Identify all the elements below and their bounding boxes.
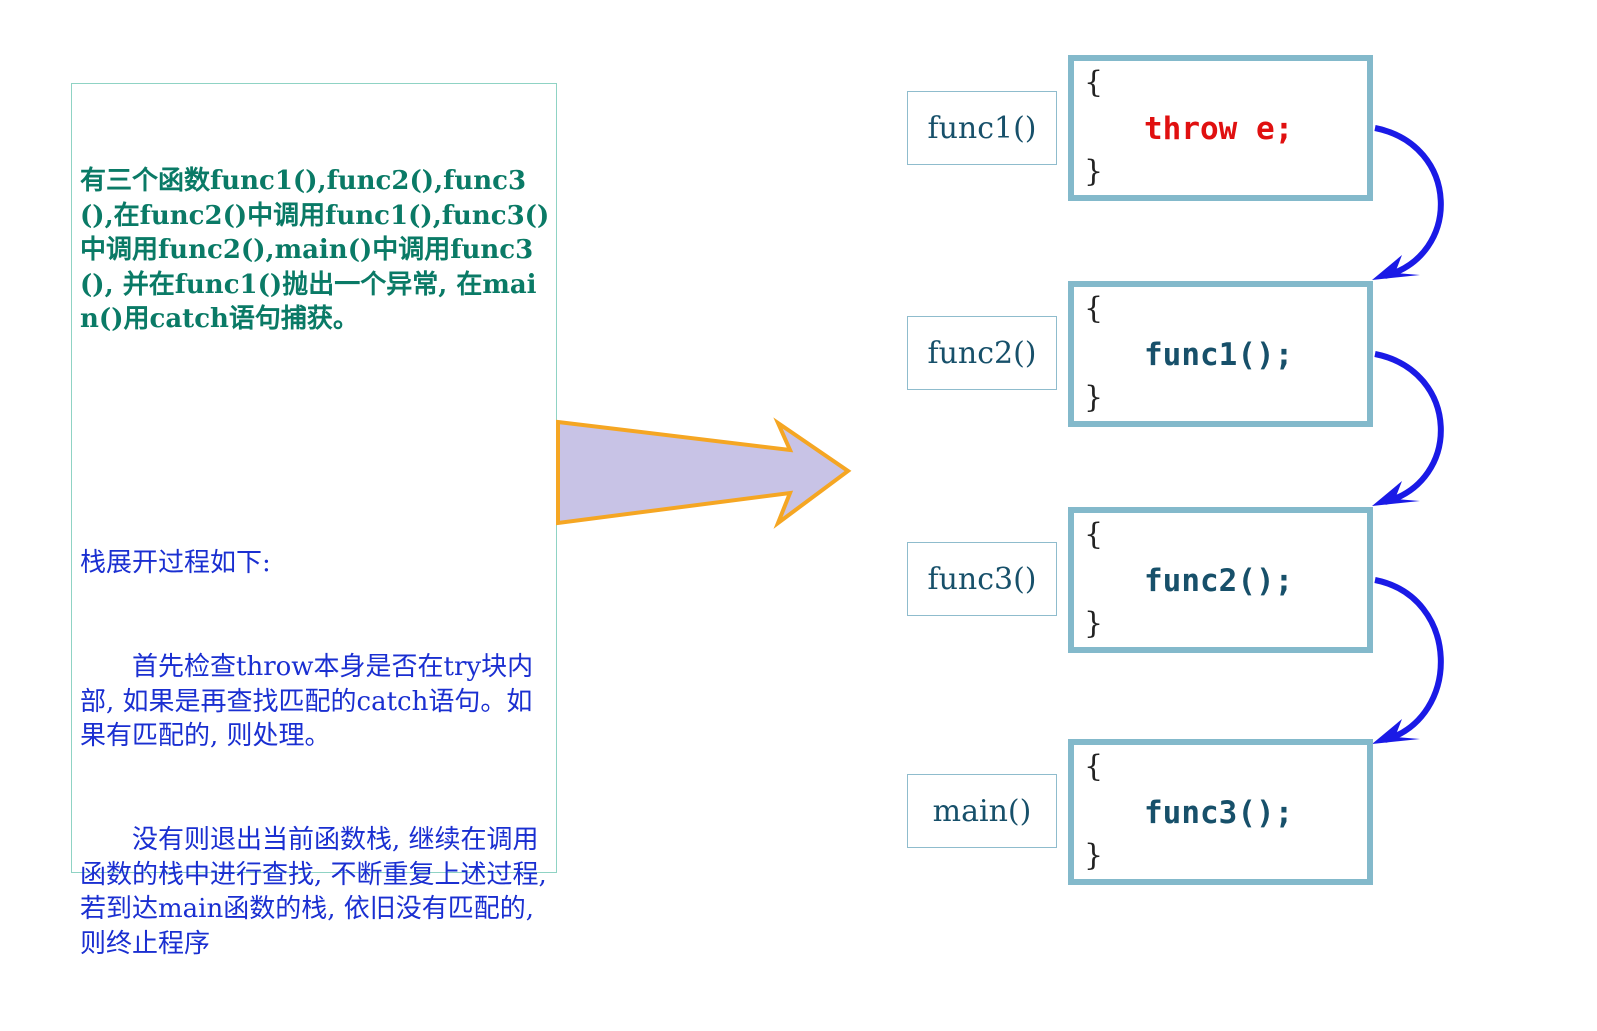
close-brace: } [1084,606,1104,641]
func3-label: func3() [907,542,1057,616]
open-brace: { [1084,517,1104,552]
func1-label: func1() [907,91,1057,165]
main-frame: { func3(); } [1068,739,1373,885]
throw-statement: throw e; [1144,111,1294,147]
func1-frame: { throw e; } [1068,55,1373,201]
arrows-layer [556,125,1444,744]
steps-title: 栈展开过程如下: [80,548,271,579]
func3-frame: { func2(); } [1068,507,1373,653]
close-brace: } [1084,380,1104,415]
call-statement: func3(); [1144,795,1294,831]
call-statement: func2(); [1144,563,1294,599]
curve-arrow-2-icon [1372,351,1444,506]
func2-frame: { func1(); } [1068,281,1373,427]
close-brace: } [1084,154,1104,189]
close-brace: } [1084,838,1104,873]
open-brace: { [1084,749,1104,784]
unwind-arrow-icon [556,417,852,529]
curve-arrow-1-icon [1372,125,1444,280]
open-brace: { [1084,65,1104,100]
open-brace: { [1084,291,1104,326]
call-statement: func1(); [1144,337,1294,373]
func2-label: func2() [907,316,1057,390]
step-1-text: 首先检查throw本身是否在try块内部, 如果是再查找匹配的catch语句。如… [80,651,534,752]
main-label: main() [907,774,1057,848]
description-text: 有三个函数func1(),func2(),func3(),在func2()中调用… [80,166,550,335]
curve-arrow-3-icon [1372,577,1444,744]
